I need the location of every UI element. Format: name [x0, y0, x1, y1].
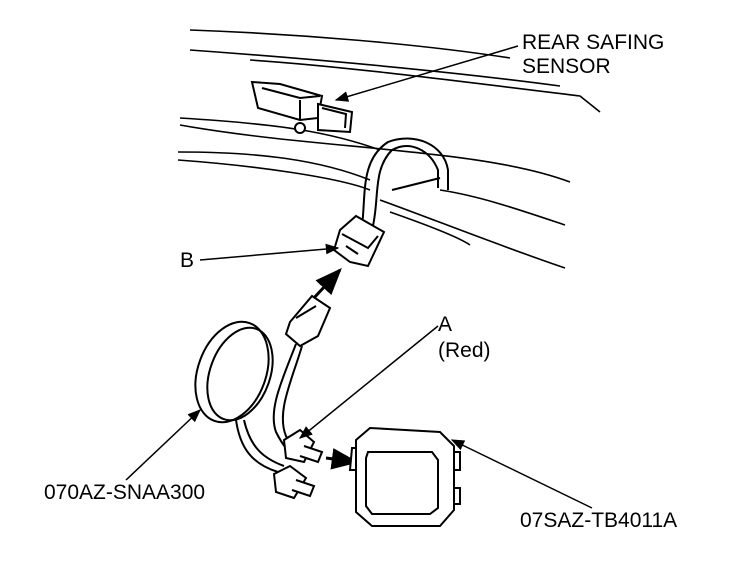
sensor-harness	[361, 137, 449, 231]
spare-connector	[272, 464, 316, 500]
label-tester-part-number: 07SAZ-TB4011A	[520, 509, 678, 532]
label-connector-b: B	[180, 249, 195, 272]
leader-a	[298, 325, 439, 439]
rear-safing-sensor	[250, 80, 354, 134]
label-connector-a: A	[438, 313, 453, 336]
leader-tester	[450, 439, 593, 509]
label-rear-safing-sensor-line2: SENSOR	[522, 55, 611, 78]
label-connector-a-color: (Red)	[438, 339, 491, 362]
tester-box	[348, 426, 461, 527]
leader-harness	[125, 409, 201, 481]
leader-b	[199, 243, 340, 261]
connector-b	[332, 214, 386, 268]
leader-rear-safing-sensor	[334, 45, 519, 102]
label-rear-safing-sensor-line1: REAR SAFING	[522, 31, 665, 54]
label-harness-part-number: 070AZ-SNAA300	[44, 481, 206, 504]
leader-lines	[125, 45, 593, 509]
harness-connector	[284, 294, 332, 348]
connection-arrow-b	[310, 268, 342, 302]
